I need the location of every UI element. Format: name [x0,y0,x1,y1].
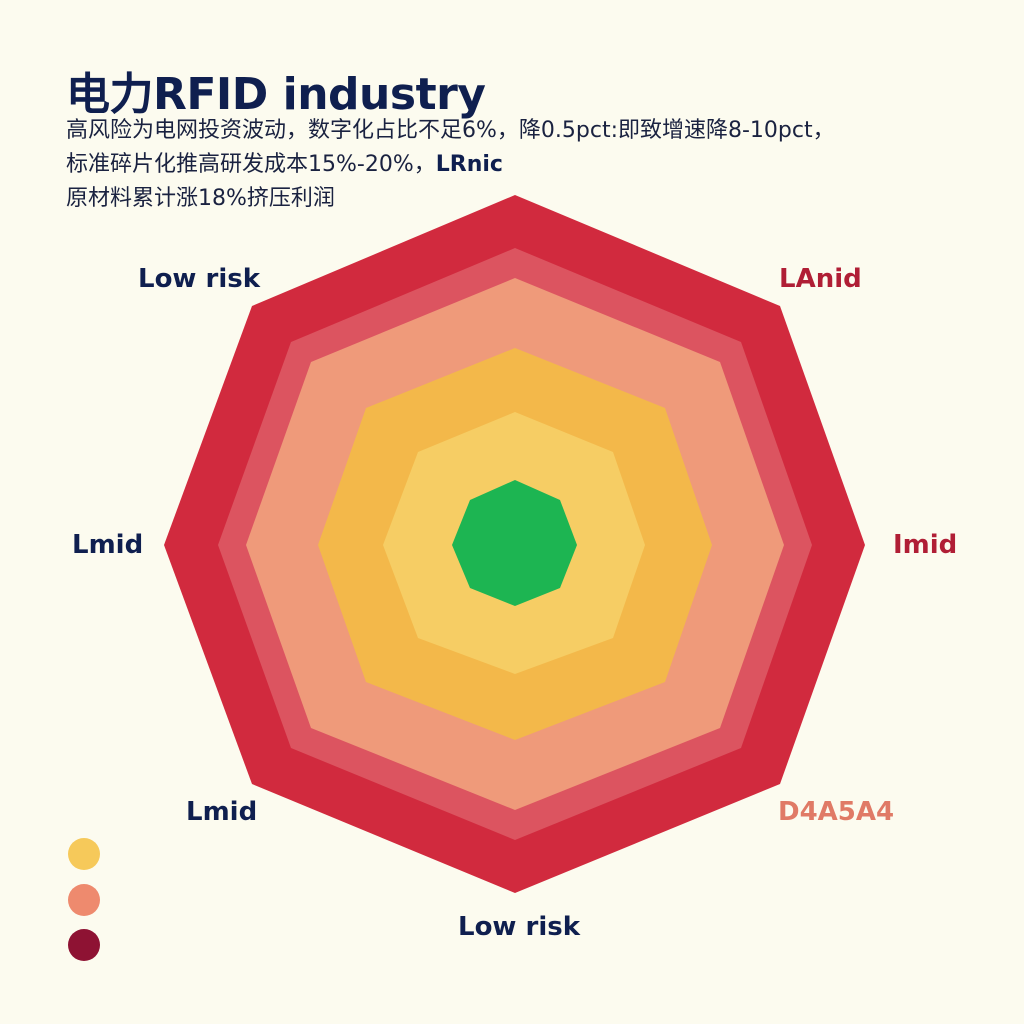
description-line-3: 原材料累计涨18%挤压利润 [66,186,335,211]
legend-yellow-circle-icon [68,838,100,870]
label-bottom: Low risk [458,912,581,942]
description-line-2-strong: LRnic [435,152,503,177]
page-title: 电力RFID industry [66,69,486,120]
label-bottom-right: D4A5A4 [778,797,895,827]
legend-salmon-circle-icon [68,884,100,916]
description: 高风险为电网投资波动，数字化占比不足6%，降0.5pct:即致增速降8-10pc… [66,114,835,216]
description-line-1: 高风险为电网投资波动，数字化占比不足6%，降0.5pct:即致增速降8-10pc… [66,118,835,143]
label-top-left: Low risk [138,264,261,294]
description-line-2-text: 标准碎片化推高研发成本15%-20%， [66,152,436,177]
legend-maroon-circle-icon [68,929,100,961]
label-top-right: LAnid [779,264,862,294]
label-bottom-left: Lmid [186,797,258,827]
core-low-risk [452,480,577,606]
description-line-2: 标准碎片化推高研发成本15%-20%，LRnic [66,148,835,182]
label-right: Imid [893,530,958,560]
label-left: Lmid [72,530,144,560]
